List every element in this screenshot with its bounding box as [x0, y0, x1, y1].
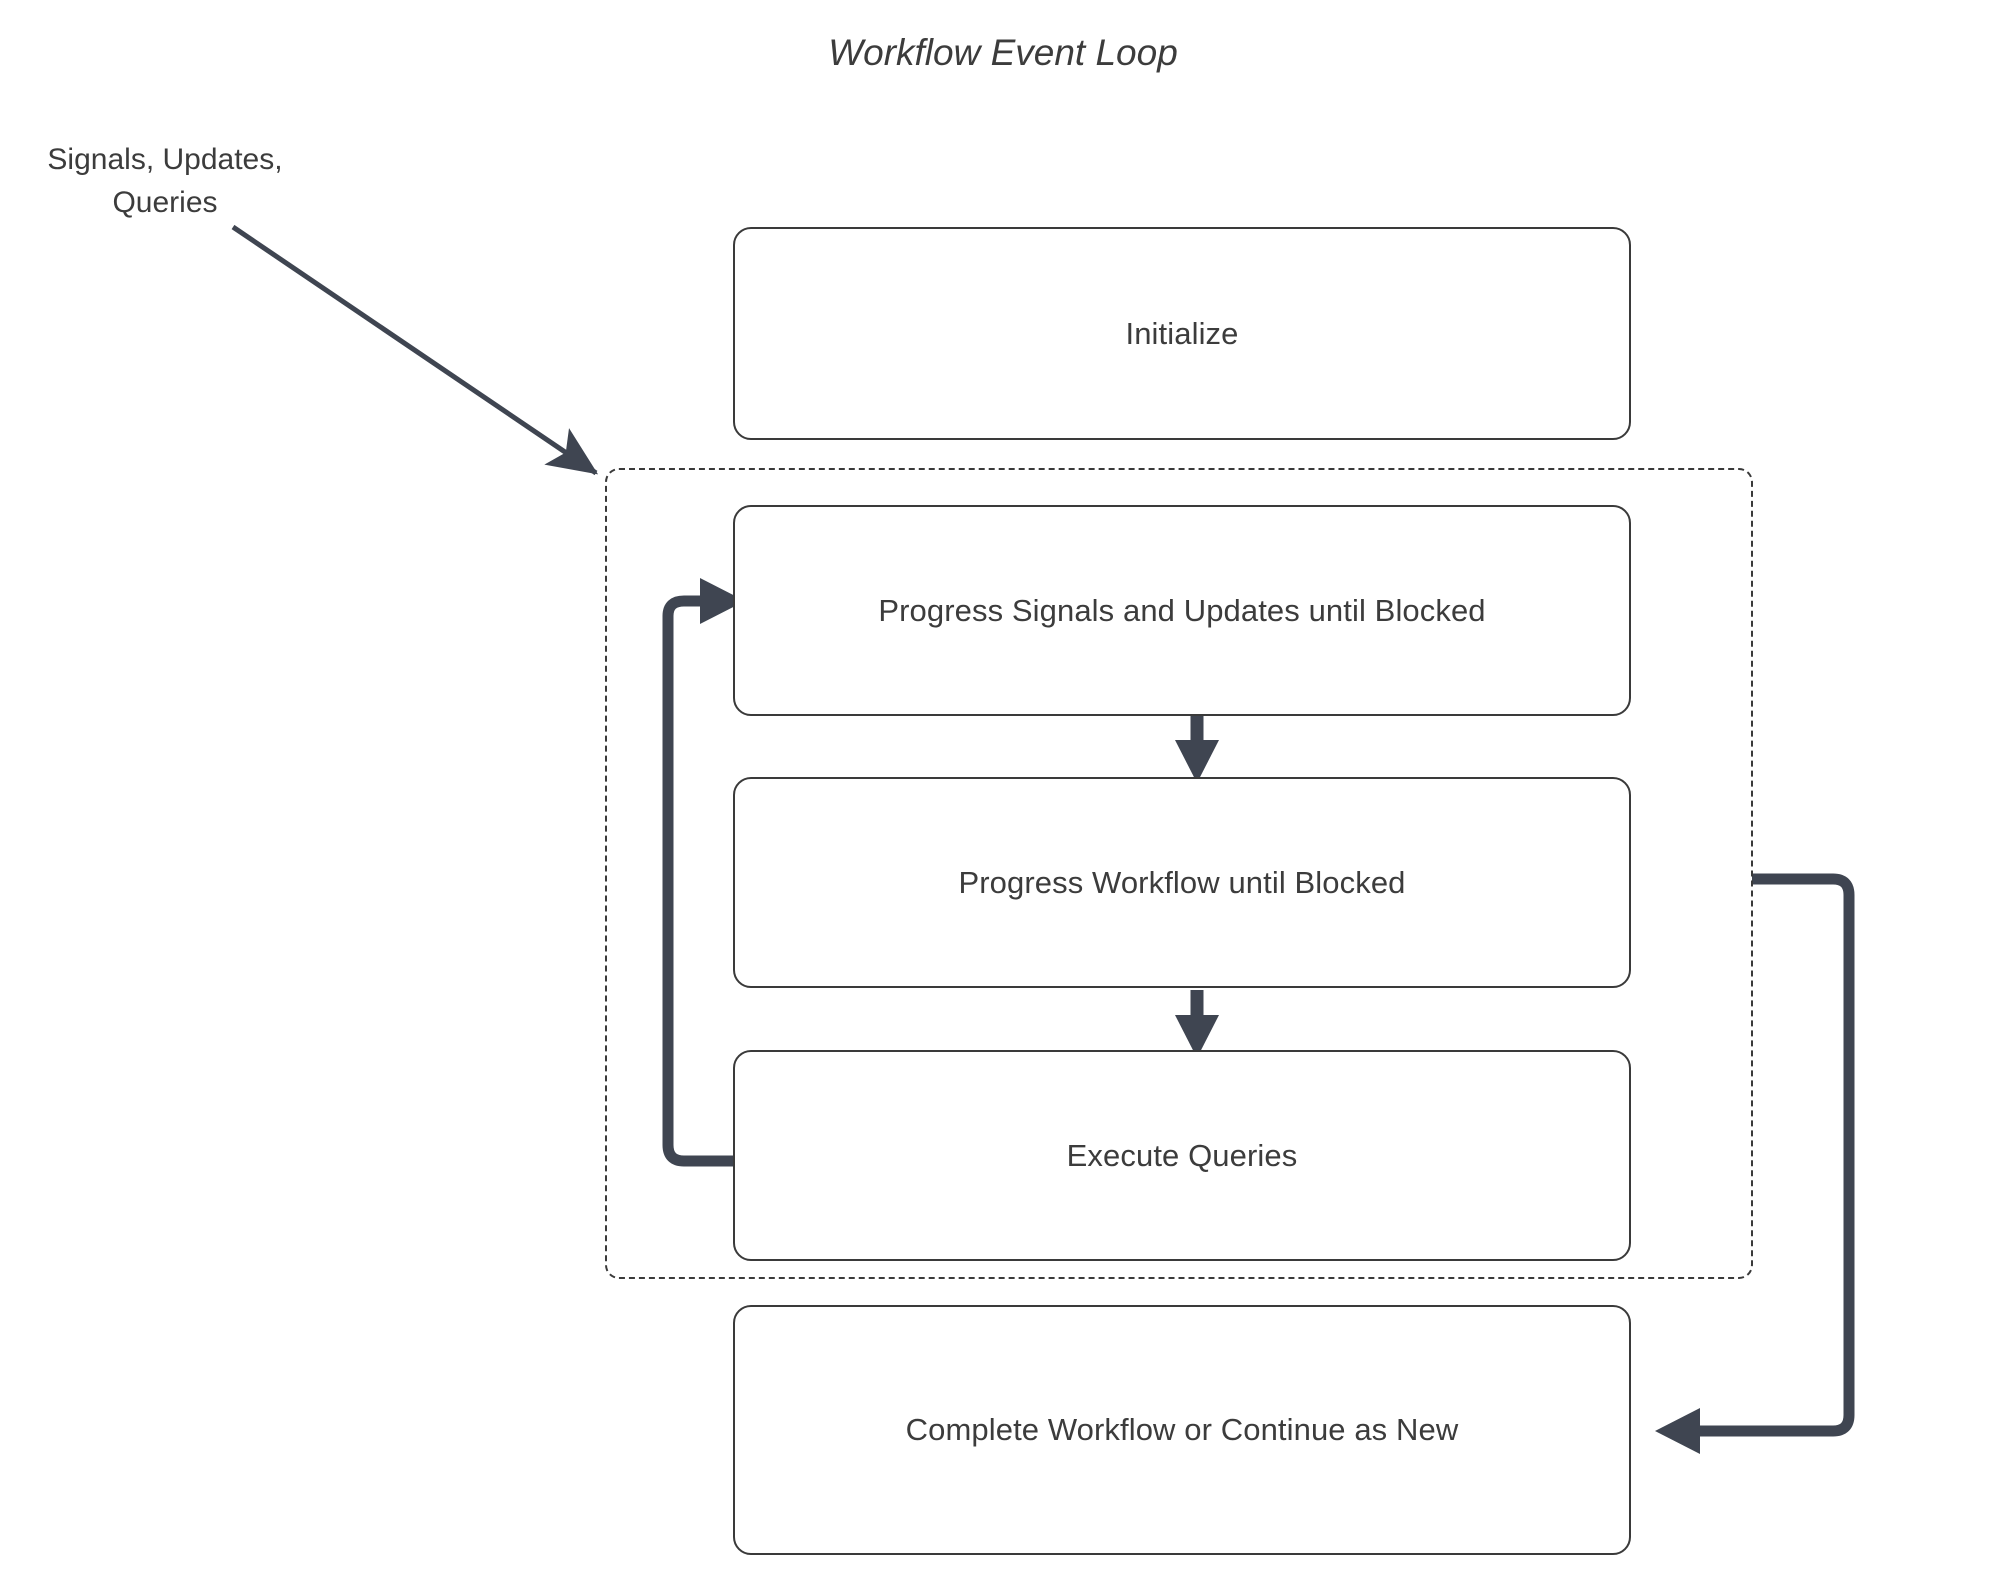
- event-loop-dashed-group: [605, 468, 1753, 1279]
- node-execute-queries[interactable]: Execute Queries: [733, 1050, 1631, 1261]
- node-execute-queries-label: Execute Queries: [1066, 1137, 1298, 1173]
- node-complete-workflow-label: Complete Workflow or Continue as New: [905, 1412, 1459, 1447]
- node-initialize-label: Initialize: [1125, 315, 1239, 351]
- external-input-label-line-2: Queries: [112, 186, 218, 219]
- node-progress-signals-updates[interactable]: Progress Signals and Updates until Block…: [733, 505, 1631, 716]
- edge-queries-back-to-signals: [662, 578, 745, 1167]
- external-input-label: Signals, Updates, Queries: [20, 138, 310, 224]
- node-progress-workflow-label: Progress Workflow until Blocked: [958, 864, 1406, 900]
- external-input-label-line-1: Signals, Updates,: [47, 143, 283, 176]
- node-progress-workflow[interactable]: Progress Workflow until Blocked: [733, 777, 1631, 988]
- edge-loop-to-complete: [1655, 873, 1855, 1454]
- edge-external-to-loop: [231, 224, 599, 476]
- node-initialize[interactable]: Initialize: [733, 227, 1631, 440]
- edge-workflow-to-queries: [1175, 990, 1219, 1058]
- node-complete-workflow[interactable]: Complete Workflow or Continue as New: [733, 1305, 1631, 1555]
- diagram-title: Workflow Event Loop: [828, 32, 1178, 73]
- edge-signals-to-workflow: [1175, 715, 1219, 783]
- node-progress-signals-updates-label: Progress Signals and Updates until Block…: [878, 592, 1486, 628]
